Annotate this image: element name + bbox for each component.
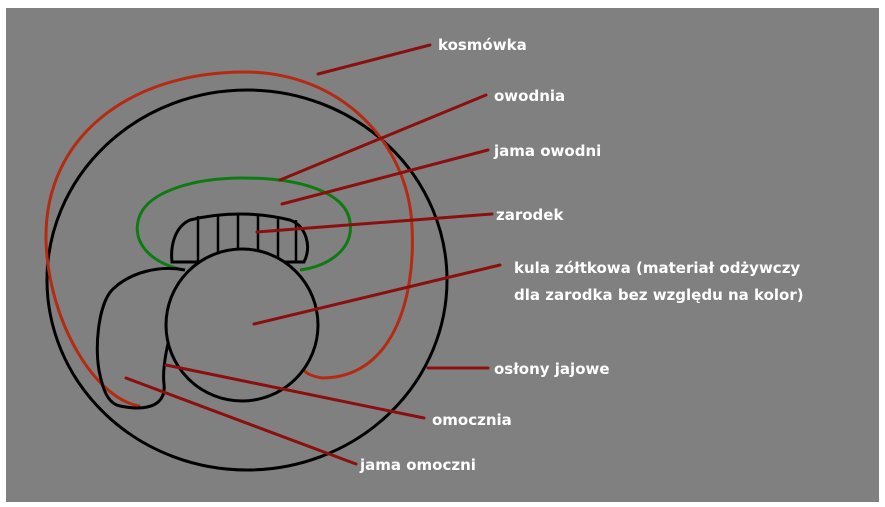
label-kula-line2: dla zarodka bez względu na kolor) [514, 286, 804, 304]
label-omocznia: omocznia [432, 411, 512, 429]
label-kula-line1: kula zółtkowa (materiał odżywczy [514, 259, 800, 277]
yolk-sac [166, 249, 318, 401]
label-jama-omoczni: jama omoczni [359, 456, 476, 474]
label-oslony-jajowe: osłony jajowe [494, 360, 610, 378]
label-owodnia: owodnia [494, 87, 565, 105]
label-kosmowka: kosmówka [438, 36, 527, 54]
label-zarodek: zarodek [496, 206, 564, 224]
label-jama-owodni: jama owodni [493, 142, 601, 160]
